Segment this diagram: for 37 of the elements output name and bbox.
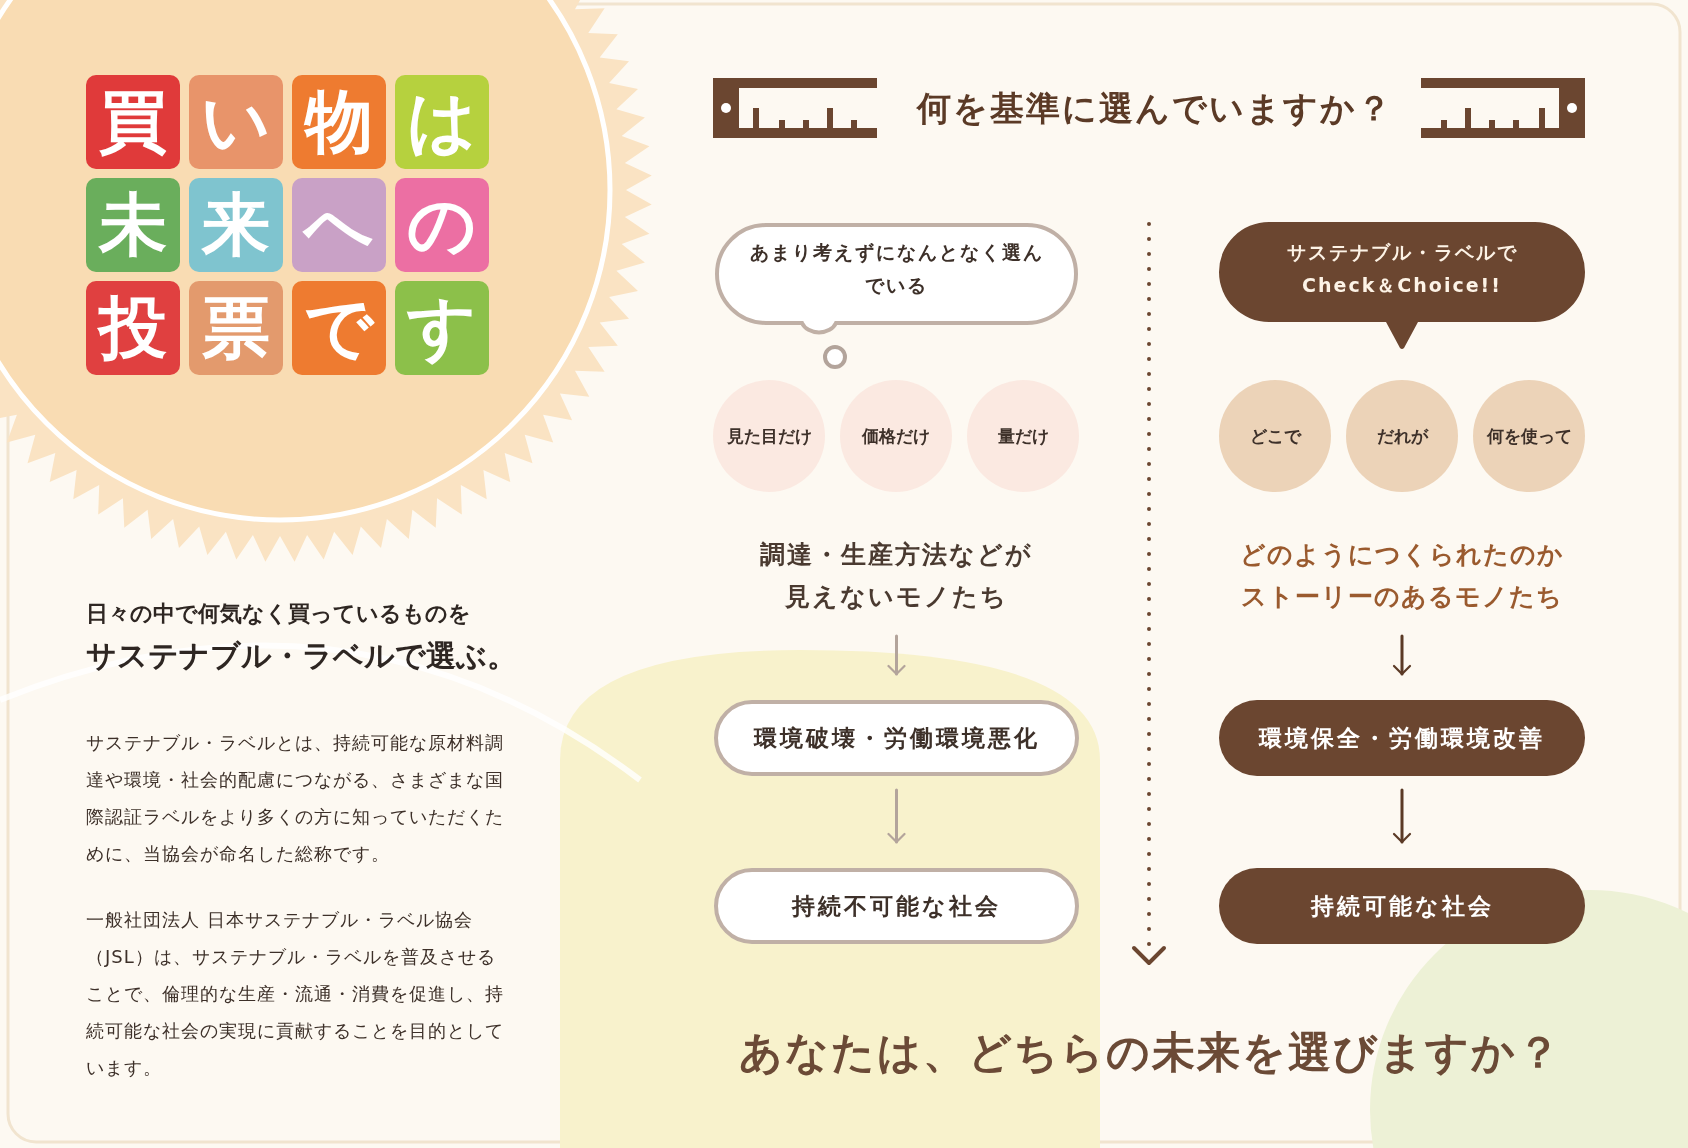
bubble-text: サステナブル・ラベルでCheck＆Choice!! — [1285, 240, 1519, 299]
title-character-tile: で — [292, 281, 386, 375]
description-paragraph: サステナブル・ラベルとは、持続可能な原材料調達や環境・社会的配慮につながる、さまざまな国際認証ラベルをより多くの方に知っていただくために、当協会が命名した総称です。 — [86, 731, 504, 866]
title-character-tile: す — [395, 281, 489, 375]
keyword-circle: 量だけ — [967, 380, 1079, 492]
description-paragraph: 一般社団法人 日本サステナブル・ラベル協会（JSL）は、サステナブル・ラベルを普及させることで、倫理的な生産・流通・消費を促進し、持続可能な社会の実現に貢献することを目的としています。 — [86, 908, 504, 1080]
title-character-tile: 未 — [86, 178, 180, 272]
result-pill: 持続不可能な社会 — [714, 868, 1079, 944]
closing-question: あなたは、どちらの未来を選びますか？ — [737, 1026, 1563, 1079]
keyword-circle: どこで — [1219, 380, 1331, 492]
title-character-tile: 来 — [189, 178, 283, 272]
result-pill: 環境破壊・労働環境悪化 — [714, 700, 1079, 776]
title-character-tile: 票 — [189, 281, 283, 375]
keyword-circle: だれが — [1346, 380, 1458, 492]
title-character-tile: の — [395, 178, 489, 272]
arrow — [887, 788, 906, 844]
title-character-tile: 投 — [86, 281, 180, 375]
title-character-tile: へ — [292, 178, 386, 272]
arrow — [1392, 634, 1412, 676]
speech-bubble — [1219, 222, 1585, 350]
arrow — [1392, 788, 1412, 844]
keyword-circle: 何を使って — [1473, 380, 1585, 492]
keyword-circle: 見た目だけ — [713, 380, 825, 492]
title-character-tile: 買 — [86, 75, 180, 169]
heading: 何を基準に選んでいますか？ — [915, 87, 1394, 130]
result-pill: 持続可能な社会 — [1219, 868, 1585, 944]
bubble-text: あまり考えずになんとなく選んでいる — [748, 240, 1045, 299]
outcome-text: 調達・生産方法などが見えないモノたち — [714, 530, 1079, 622]
keyword-circle: 価格だけ — [840, 380, 952, 492]
intro-heading: サステナブル・ラベルで選ぶ。 — [86, 637, 518, 675]
title-character-tile: は — [395, 75, 489, 169]
result-pill: 環境保全・労働環境改善 — [1219, 700, 1585, 776]
intro-heading: 日々の中で何気なく買っているものを — [86, 600, 472, 628]
title-character-tile: 物 — [292, 75, 386, 169]
outcome-text: どのようにつくられたのかストーリーのあるモノたち — [1200, 530, 1604, 622]
arrow — [887, 634, 906, 676]
title-character-tile: い — [189, 75, 283, 169]
